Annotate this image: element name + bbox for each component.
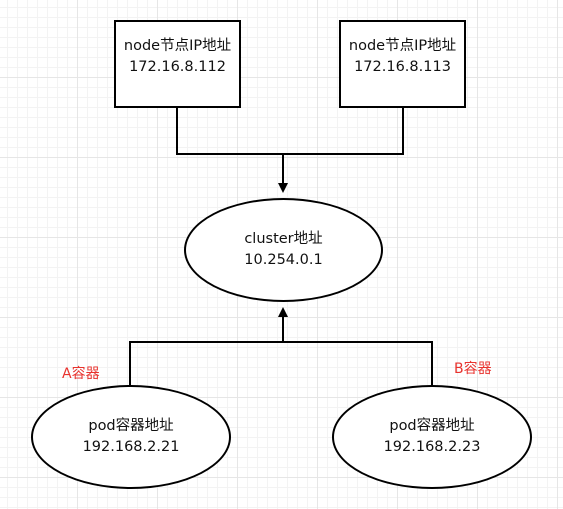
pod-b-ip: 192.168.2.23: [383, 439, 481, 455]
pod-b-ellipse: pod容器地址 192.168.2.23: [332, 385, 532, 489]
cluster-title: cluster地址: [244, 231, 323, 247]
container-a-label: A容器: [62, 366, 100, 382]
pod-a-ellipse: pod容器地址 192.168.2.21: [31, 385, 231, 489]
node-ip-box-2-ip: 172.16.8.113: [354, 59, 451, 75]
cluster-ip: 10.254.0.1: [244, 252, 323, 268]
node-ip-box-1-ip: 172.16.8.112: [129, 59, 226, 75]
container-b-label: B容器: [454, 361, 492, 377]
node1-connector: [176, 108, 283, 155]
cluster-address-ellipse: cluster地址 10.254.0.1: [184, 198, 383, 302]
node-ip-box-1-title: node节点IP地址: [123, 38, 232, 54]
node-ip-box-1: node节点IP地址 172.16.8.112: [114, 20, 241, 108]
node-ip-box-2-title: node节点IP地址: [348, 38, 457, 54]
node2-connector: [283, 108, 404, 155]
node-ip-box-2: node节点IP地址 172.16.8.113: [339, 20, 466, 108]
pod-b-connector: [283, 341, 433, 385]
pod-a-ip: 192.168.2.21: [82, 439, 180, 455]
pod-a-connector: [129, 341, 283, 385]
pod-a-title: pod容器地址: [88, 418, 174, 434]
pod-b-title: pod容器地址: [389, 418, 475, 434]
